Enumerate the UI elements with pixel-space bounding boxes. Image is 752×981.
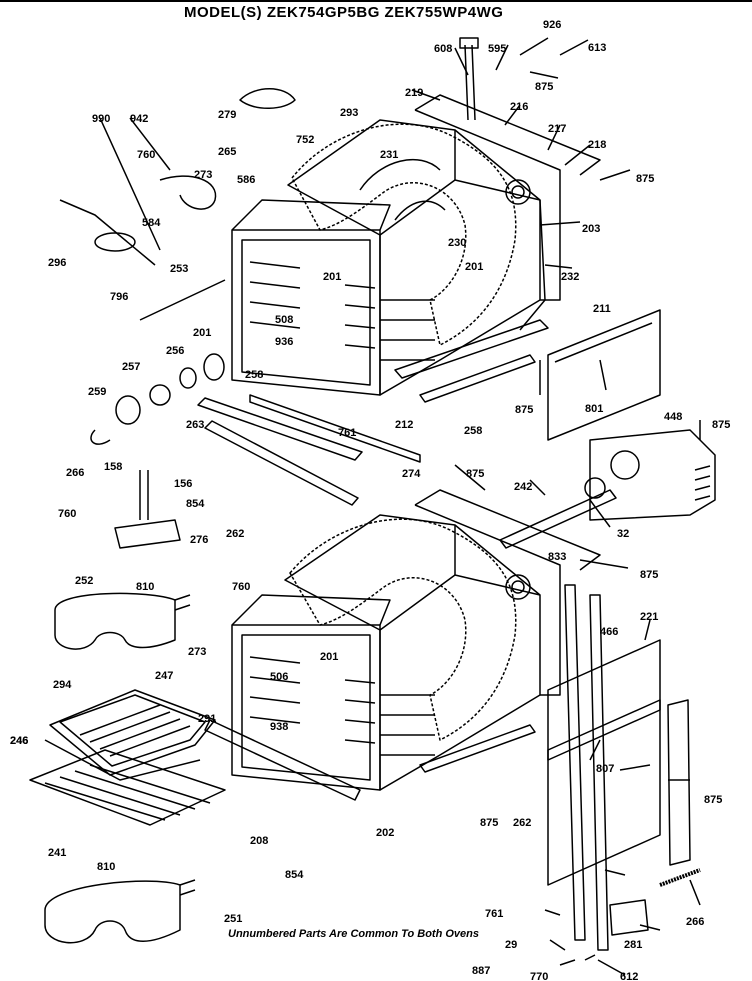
part-number-label: 466 [600, 626, 618, 638]
part-number-label: 938 [270, 721, 288, 733]
part-number-label: 854 [285, 869, 304, 881]
part-number-label: 990 [92, 113, 110, 125]
part-number-label: 761 [485, 908, 503, 920]
part-number-label: 279 [218, 109, 236, 121]
part-number-label: 266 [66, 467, 84, 479]
part-number-label: 584 [142, 217, 161, 229]
part-number-label: 241 [48, 847, 66, 859]
part-number-label: 875 [636, 173, 654, 185]
part-number-label: 251 [224, 913, 242, 925]
part-number-label: 252 [75, 575, 93, 587]
part-number-label: 752 [296, 134, 314, 146]
part-number-label: 242 [514, 481, 532, 493]
part-number-label: 246 [10, 735, 28, 747]
part-number-label: 221 [640, 611, 658, 623]
part-number-label: 294 [53, 679, 72, 691]
part-number-label: 203 [582, 223, 600, 235]
part-number-label: 942 [130, 113, 148, 125]
part-number-label: 875 [535, 81, 553, 93]
part-number-label: 253 [170, 263, 188, 275]
part-number-label: 887 [472, 965, 490, 977]
part-number-label: 231 [380, 149, 398, 161]
part-number-label: 247 [155, 670, 173, 682]
part-number-label: 291 [198, 713, 216, 725]
diagram-title: MODEL(S) ZEK754GP5BG ZEK755WP4WG [184, 4, 504, 21]
top-rule [0, 0, 752, 2]
part-number-label: 201 [193, 327, 211, 339]
part-number-label: 875 [480, 817, 498, 829]
part-number-label: 246 [10, 735, 28, 747]
part-number-label: 263 [186, 419, 204, 431]
part-number-label: 760 [232, 581, 250, 593]
part-number-label: 810 [97, 861, 115, 873]
part-number-label: 613 [588, 42, 606, 54]
part-number-label: 201 [323, 271, 341, 283]
part-number-label: 448 [664, 411, 682, 423]
part-number-label: 259 [88, 386, 106, 398]
part-number-label: 276 [190, 534, 208, 546]
part-number-label: 608 [434, 43, 452, 55]
part-number-label: 760 [137, 149, 155, 161]
part-number-label: 232 [561, 271, 579, 283]
part-number-label: 216 [510, 101, 528, 113]
part-number-label: 770 [530, 971, 548, 981]
part-number-label: 158 [104, 461, 122, 473]
part-number-label: 854 [186, 498, 205, 510]
part-number-label: 218 [588, 139, 606, 151]
part-number-label: 875 [640, 569, 658, 581]
part-number-label: 801 [585, 403, 603, 415]
part-number-label: 201 [465, 261, 483, 273]
part-number-label: 875 [712, 419, 730, 431]
part-number-label: 796 [110, 291, 128, 303]
part-number-label: 595 [488, 43, 506, 55]
part-number-label: 258 [245, 369, 263, 381]
part-number-label: 217 [548, 123, 566, 135]
part-number-label: 211 [593, 303, 611, 315]
lower-oven-assembly [204, 489, 601, 801]
part-number-label: 875 [466, 468, 484, 480]
part-number-label: 761 [338, 427, 356, 439]
part-number-label: 208 [250, 835, 268, 847]
part-number-label: 32 [617, 528, 629, 540]
part-number-label: 508 [275, 314, 293, 326]
part-number-label: 273 [188, 646, 206, 658]
part-number-label: 262 [226, 528, 244, 540]
part-number-label: 586 [237, 174, 255, 186]
part-number-label: 926 [543, 19, 561, 31]
part-number-label: 760 [58, 508, 76, 520]
hinge-cover-part [239, 88, 296, 109]
part-number-label: 296 [48, 257, 66, 269]
part-number-label: 230 [448, 237, 466, 249]
part-number-label: 506 [270, 671, 288, 683]
part-number-label: 833 [548, 551, 566, 563]
part-number-label: 257 [122, 361, 140, 373]
part-number-label: 29 [505, 939, 517, 951]
part-number-label: 256 [166, 345, 184, 357]
part-number-label: 266 [686, 916, 704, 928]
part-number-label: 612 [620, 971, 638, 981]
part-number-label: 281 [624, 939, 642, 951]
part-number-label: 219 [405, 87, 423, 99]
part-number-label: 274 [402, 468, 421, 480]
part-number-label: 293 [340, 107, 358, 119]
part-number-label: 202 [376, 827, 394, 839]
part-number-label: 262 [513, 817, 531, 829]
part-number-label: 810 [136, 581, 154, 593]
upper-oven-assembly [231, 37, 601, 403]
part-number-label: 807 [596, 763, 614, 775]
part-number-label: 201 [320, 651, 338, 663]
part-number-label: 265 [218, 146, 236, 158]
part-number-label: 258 [464, 425, 482, 437]
part-number-label: 936 [275, 336, 293, 348]
part-number-label: 212 [395, 419, 413, 431]
part-number-label: 875 [515, 404, 533, 416]
footnote: Unnumbered Parts Are Common To Both Oven… [228, 928, 479, 940]
part-number-label: 156 [174, 478, 192, 490]
part-number-label: 273 [194, 169, 212, 181]
part-number-label: 875 [704, 794, 722, 806]
part-number-labels: 926 608 595 613 875 219 216 217 218 875 990 942 279 7… [10, 19, 730, 981]
